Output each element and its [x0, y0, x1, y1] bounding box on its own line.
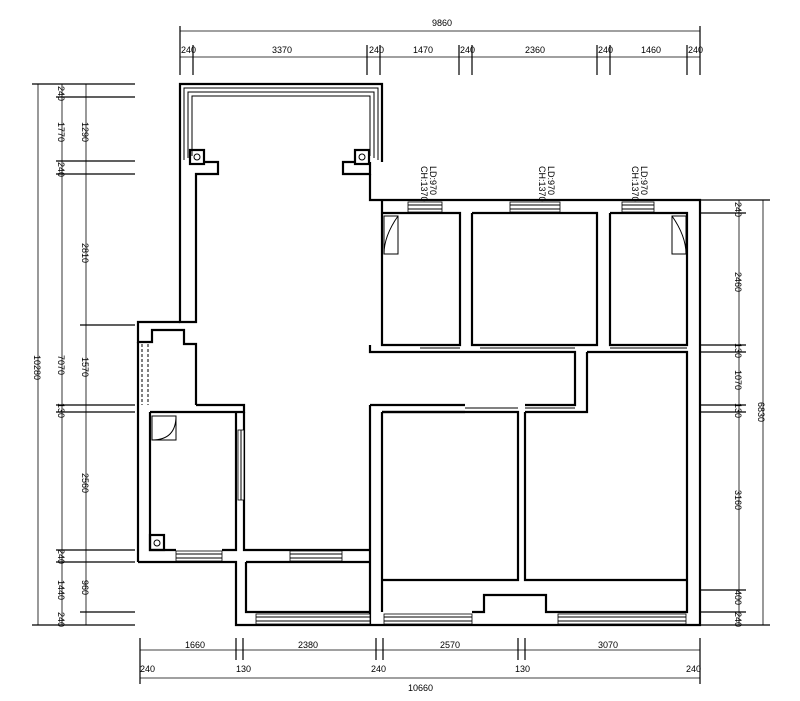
left-dimensions: 10280 240 1770 240 7070 130 240 1440 240…	[32, 83, 135, 627]
window-1-ch: CH:1370	[419, 166, 429, 202]
left-outer-8: 240	[56, 612, 66, 627]
right-dim-6: 3160	[733, 490, 743, 510]
left-inner-1: 1290	[80, 122, 90, 142]
bottom-outer-5: 240	[686, 664, 701, 674]
left-outer-1: 240	[56, 86, 66, 101]
left-outer-2: 1770	[56, 122, 66, 142]
window-labels: CH:1370 LD:970 CH:1370 LD:970 CH:1370 LD…	[419, 166, 649, 202]
left-inner-2: 2810	[80, 243, 90, 263]
left-outer-6: 240	[56, 549, 66, 564]
walls	[136, 82, 702, 627]
windows	[175, 201, 687, 625]
top-dim-7: 240	[598, 45, 613, 55]
bottom-dim-3: 2570	[440, 640, 460, 650]
right-dim-5: 130	[733, 403, 743, 418]
window-3-ch: CH:1370	[630, 166, 640, 202]
left-outer-3: 240	[56, 162, 66, 177]
bottom-outer-2: 130	[236, 664, 251, 674]
bottom-dimensions: 1660 2380 2570 3070 240 130 240 130 240 …	[139, 638, 701, 693]
top-dimensions: 9860 240 3370 240 1470 240 2360 240 1460…	[179, 18, 703, 75]
left-outer-4: 7070	[56, 355, 66, 375]
bottom-total-dim: 10660	[408, 683, 433, 693]
top-dim-1: 240	[181, 45, 196, 55]
left-inner-5: 960	[80, 580, 90, 595]
right-dim-1: 240	[733, 202, 743, 217]
left-inner-3: 1570	[80, 357, 90, 377]
top-dim-2: 3370	[272, 45, 292, 55]
top-dim-5: 240	[460, 45, 475, 55]
left-outer-5: 130	[56, 403, 66, 418]
window-2-ch: CH:1370	[537, 166, 547, 202]
top-dim-9: 240	[688, 45, 703, 55]
right-dim-2: 2460	[733, 272, 743, 292]
right-total-dim: 6830	[756, 402, 766, 422]
top-total-dim: 9860	[432, 18, 452, 28]
left-total-dim: 10280	[32, 355, 42, 380]
top-dim-8: 1460	[641, 45, 661, 55]
right-dim-4: 1070	[733, 370, 743, 390]
bottom-outer-3: 240	[371, 664, 386, 674]
window-1-ld: LD:970	[428, 166, 438, 195]
right-dimensions: 6830 240 2460 130 1070 130 3160 400 240	[700, 199, 770, 627]
bottom-outer-4: 130	[515, 664, 530, 674]
bottom-dim-1: 1660	[185, 640, 205, 650]
top-dim-4: 1470	[413, 45, 433, 55]
window-2-ld: LD:970	[546, 166, 556, 195]
right-dim-7: 400	[733, 590, 743, 605]
bottom-outer-1: 240	[140, 664, 155, 674]
left-outer-7: 1440	[56, 580, 66, 600]
window-3-ld: LD:970	[639, 166, 649, 195]
left-inner-4: 2560	[80, 473, 90, 493]
bottom-dim-2: 2380	[298, 640, 318, 650]
top-dim-3: 240	[369, 45, 384, 55]
doors	[151, 215, 687, 441]
top-dim-6: 2360	[525, 45, 545, 55]
right-dim-8: 240	[733, 612, 743, 627]
bottom-dim-4: 3070	[598, 640, 618, 650]
right-dim-3: 130	[733, 343, 743, 358]
